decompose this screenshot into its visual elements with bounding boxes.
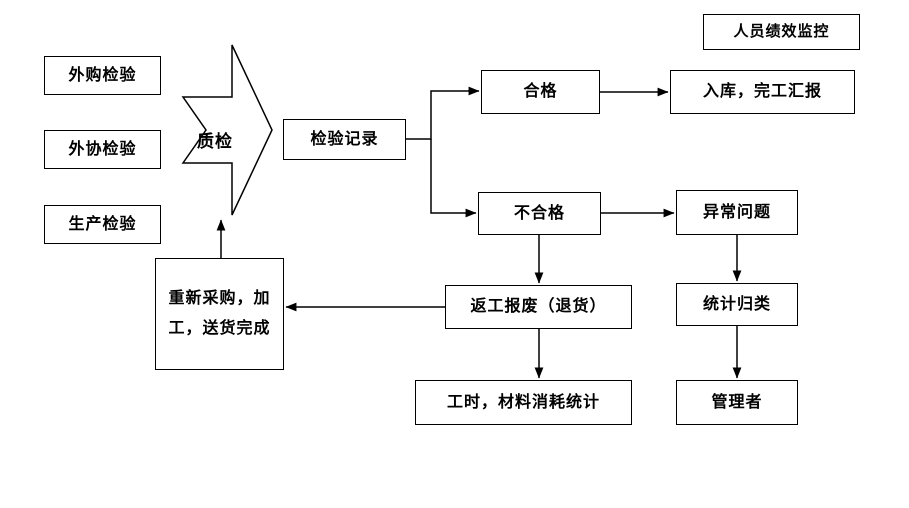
node-rework-scrap: 返工报废（退货） — [445, 285, 632, 329]
node-qualified: 合格 — [481, 70, 600, 114]
node-abnormal-issue: 异常问题 — [676, 190, 798, 235]
node-unqualified: 不合格 — [478, 192, 601, 235]
connector-record-to-qualified — [406, 86, 480, 140]
node-manager: 管理者 — [676, 380, 798, 425]
node-statistics-classify: 统计归类 — [676, 283, 798, 326]
node-labor-material-stats: 工时，材料消耗统计 — [415, 380, 632, 425]
node-performance-monitor: 人员绩效监控 — [703, 14, 860, 50]
node-outsource-inspection: 外协检验 — [44, 130, 161, 169]
node-production-inspection: 生产检验 — [44, 205, 161, 244]
node-warehouse-report: 入库，完工汇报 — [670, 70, 855, 114]
node-purchase-inspection: 外购检验 — [44, 56, 161, 95]
node-repurchase: 重新采购，加工，送货完成 — [155, 258, 284, 370]
quality-check-block-arrow — [181, 44, 273, 216]
quality-check-label: 质检 — [197, 131, 233, 151]
connector-record-to-unqualified — [430, 139, 477, 218]
node-inspection-record: 检验记录 — [283, 119, 406, 160]
